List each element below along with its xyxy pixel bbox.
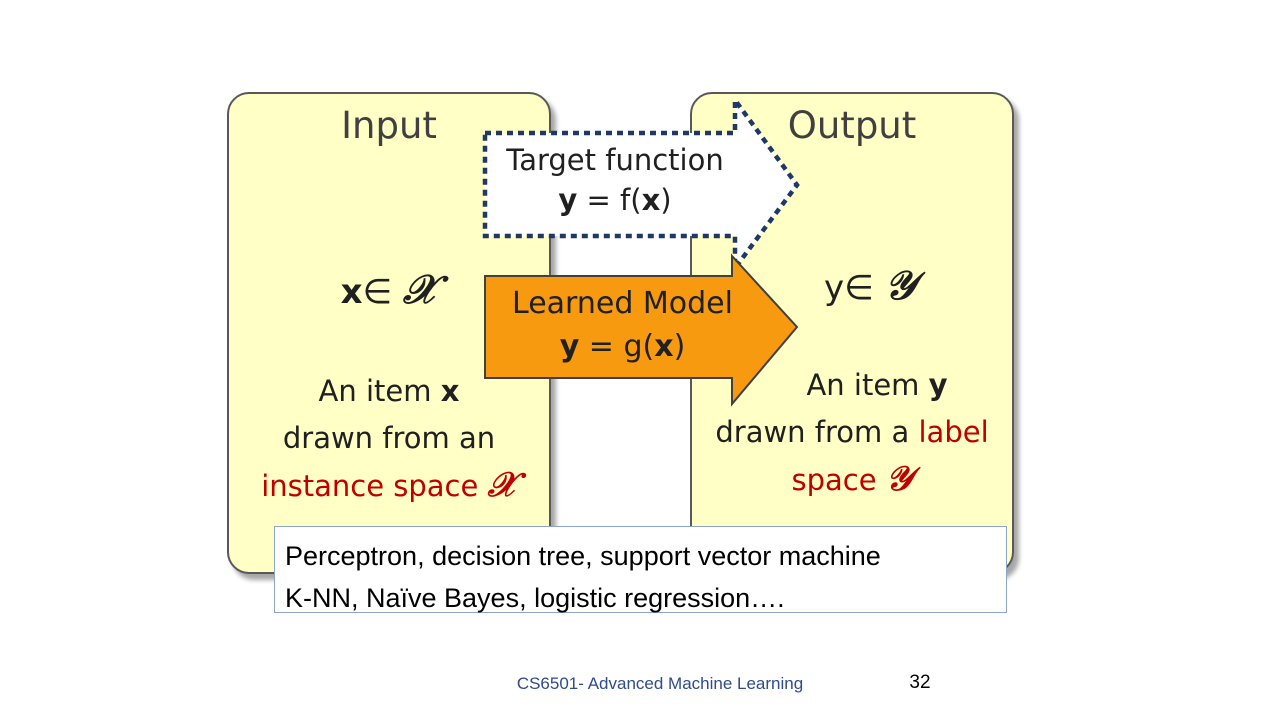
learned-model-title: Learned Model <box>512 286 733 321</box>
output-description: An item y drawn from a label space 𝒴 <box>692 362 1012 504</box>
output-var-y: y <box>824 268 845 308</box>
learned-model-label: Learned Model y = g(x) <box>490 282 755 368</box>
input-title: Input <box>341 104 437 147</box>
target-function-title: Target function <box>506 143 724 177</box>
input-description: An item x drawn from an instance space 𝒳 <box>229 368 549 510</box>
footer-course-name: CS6501- Advanced Machine Learning <box>516 674 804 693</box>
target-function-arrow <box>482 93 800 275</box>
algorithms-line2: K-NN, Naïve Bayes, logistic regression…. <box>285 583 785 613</box>
input-variable: x∈ 𝒳 <box>229 266 549 313</box>
learned-model-equation: y = g(x) <box>559 329 686 364</box>
label-word: label <box>918 415 989 449</box>
label-space-symbol-red: 𝒴 <box>885 459 913 499</box>
algorithms-line1: Perceptron, decision tree, support vecto… <box>285 541 881 571</box>
input-var-x: x <box>340 272 363 312</box>
instance-space-symbol: 𝒳 <box>402 266 438 313</box>
output-title: Output <box>787 104 917 147</box>
target-function-equation: y = f(x) <box>558 183 672 217</box>
learned-model-arrow <box>484 253 799 407</box>
input-desc-line1: An item x <box>318 374 460 408</box>
output-variable: y∈ 𝒴 <box>692 262 1012 309</box>
output-desc-line3: space 𝒴 <box>791 459 913 499</box>
algorithms-box: Perceptron, decision tree, support vecto… <box>274 526 1007 613</box>
output-desc-line1: An item y <box>806 368 948 402</box>
output-element-of: ∈ <box>844 268 885 308</box>
input-desc-line3: instance space 𝒳 <box>261 465 517 505</box>
instance-space-symbol-red: 𝒳 <box>487 465 517 505</box>
label-space-symbol: 𝒴 <box>884 262 916 309</box>
target-function-label: Target function y = f(x) <box>490 140 740 220</box>
input-element-of: ∈ <box>362 272 403 312</box>
input-desc-line2: drawn from an <box>282 421 496 455</box>
slide-number: 32 <box>909 672 931 693</box>
output-desc-line2: drawn from a label <box>715 415 989 449</box>
